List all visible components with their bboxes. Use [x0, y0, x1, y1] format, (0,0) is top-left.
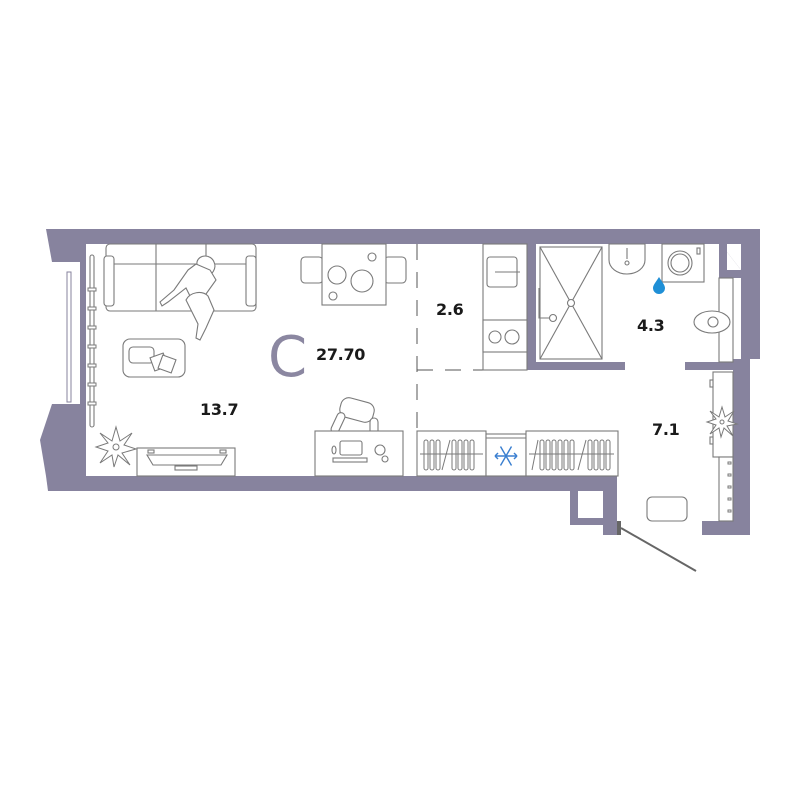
- kitchen-counter: [482, 243, 528, 371]
- ottoman-icon: [646, 496, 688, 522]
- office-chair-icon: [330, 397, 379, 437]
- water-drop-icon: [653, 277, 665, 294]
- plant-icon: [705, 405, 739, 439]
- bathroom-area: 4.3: [637, 316, 665, 335]
- tv-stand-icon: [136, 447, 236, 477]
- zone-dividers: [416, 244, 483, 476]
- washing-machine-icon: [661, 243, 705, 283]
- kitchen-area: 2.6: [436, 300, 464, 319]
- washbasin-icon: [608, 243, 646, 275]
- shower-icon: [538, 246, 603, 360]
- radiator-icon: [420, 439, 614, 471]
- walls: [40, 229, 760, 535]
- person-icon: [159, 255, 217, 341]
- sofa-icon: [103, 243, 257, 312]
- desk-icon: [314, 430, 404, 477]
- plant-icon: [94, 425, 138, 468]
- coffee-table-icon: [122, 338, 186, 378]
- radiator-icon: [87, 254, 97, 428]
- total-area-label: 27.70: [316, 345, 366, 364]
- apartment-type-letter: C: [268, 325, 308, 390]
- hallway-area: 7.1: [652, 420, 680, 439]
- toilet-icon: [693, 277, 734, 363]
- dining-table-icon: [300, 243, 407, 306]
- door-icon: [620, 527, 697, 572]
- snowflake-icon: [494, 446, 518, 466]
- wardrobe-icon: [709, 371, 734, 522]
- living-room-area: 13.7: [200, 400, 239, 419]
- window: [66, 262, 80, 404]
